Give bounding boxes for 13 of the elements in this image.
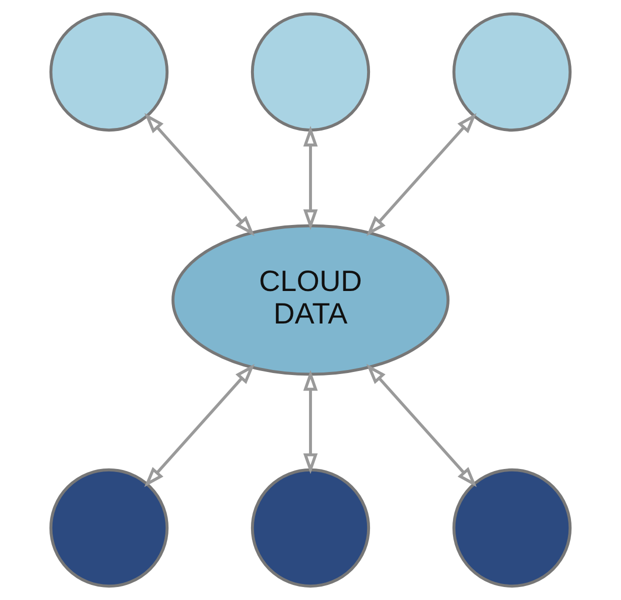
arrow xyxy=(144,113,255,236)
node-circle xyxy=(49,12,169,132)
arrow xyxy=(303,126,318,230)
arrow xyxy=(366,364,477,488)
node-circle xyxy=(250,12,370,132)
node-circle xyxy=(452,12,572,132)
arrow xyxy=(144,364,255,488)
node-ellipse: CLOUD DATA xyxy=(172,224,450,376)
node-circle xyxy=(49,468,169,588)
node-circle xyxy=(250,468,370,588)
arrow xyxy=(366,113,477,236)
arrow xyxy=(303,370,318,474)
node-circle xyxy=(452,468,572,588)
